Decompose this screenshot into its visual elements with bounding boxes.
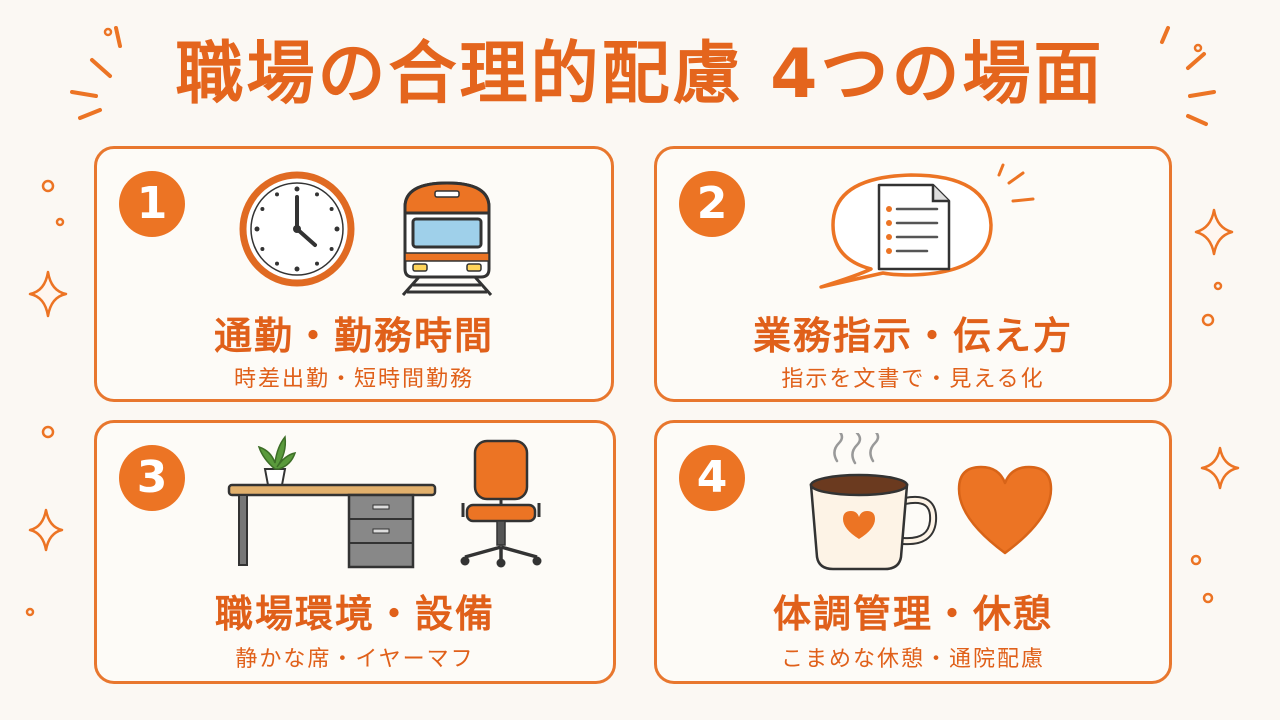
card-subtitle: こまめな休憩・通院配慮 [780, 647, 1045, 672]
sparkle-icon [28, 508, 64, 552]
card-health-breaks: 4 体調管理・休憩 こまめな休憩・通院配慮 [654, 420, 1172, 684]
clock-icon [239, 171, 355, 287]
card-number-badge: 4 [679, 445, 745, 511]
card-subtitle: 時差出勤・短時間勤務 [233, 367, 474, 392]
sparkle-icon [28, 270, 68, 318]
card-heading: 体調管理・休憩 [772, 592, 1053, 636]
speech-bubble-document-icon [819, 163, 1035, 289]
card-number-badge: 3 [119, 445, 185, 511]
office-chair-icon [460, 439, 542, 568]
card-heading: 業務指示・伝え方 [752, 314, 1073, 358]
card-workplace-environment: 3 職場環境・設備 静かな席・イヤーマフ [94, 420, 616, 684]
desk-icon [227, 435, 437, 569]
card-work-instructions: 2 業務指示・伝え方 指示を文書で・見える化 [654, 146, 1172, 402]
card-commute-hours: 1 通勤・勤務時間 時差出勤・短時間勤務 [94, 146, 614, 402]
heart-icon [957, 465, 1053, 555]
sparkle-icon [1200, 446, 1240, 490]
page-title: 職場の合理的配慮 4つの場面 [175, 35, 1105, 114]
card-number-badge: 1 [119, 171, 185, 237]
card-subtitle: 指示を文書で・見える化 [781, 367, 1045, 392]
plant-icon [257, 435, 297, 486]
card-number-badge: 2 [679, 171, 745, 237]
card-subtitle: 静かな席・イヤーマフ [235, 647, 475, 672]
sparkle-icon [1194, 208, 1234, 256]
coffee-mug-icon [809, 433, 938, 571]
card-heading: 職場環境・設備 [214, 592, 495, 636]
train-icon [401, 181, 493, 296]
card-heading: 通勤・勤務時間 [213, 314, 494, 358]
